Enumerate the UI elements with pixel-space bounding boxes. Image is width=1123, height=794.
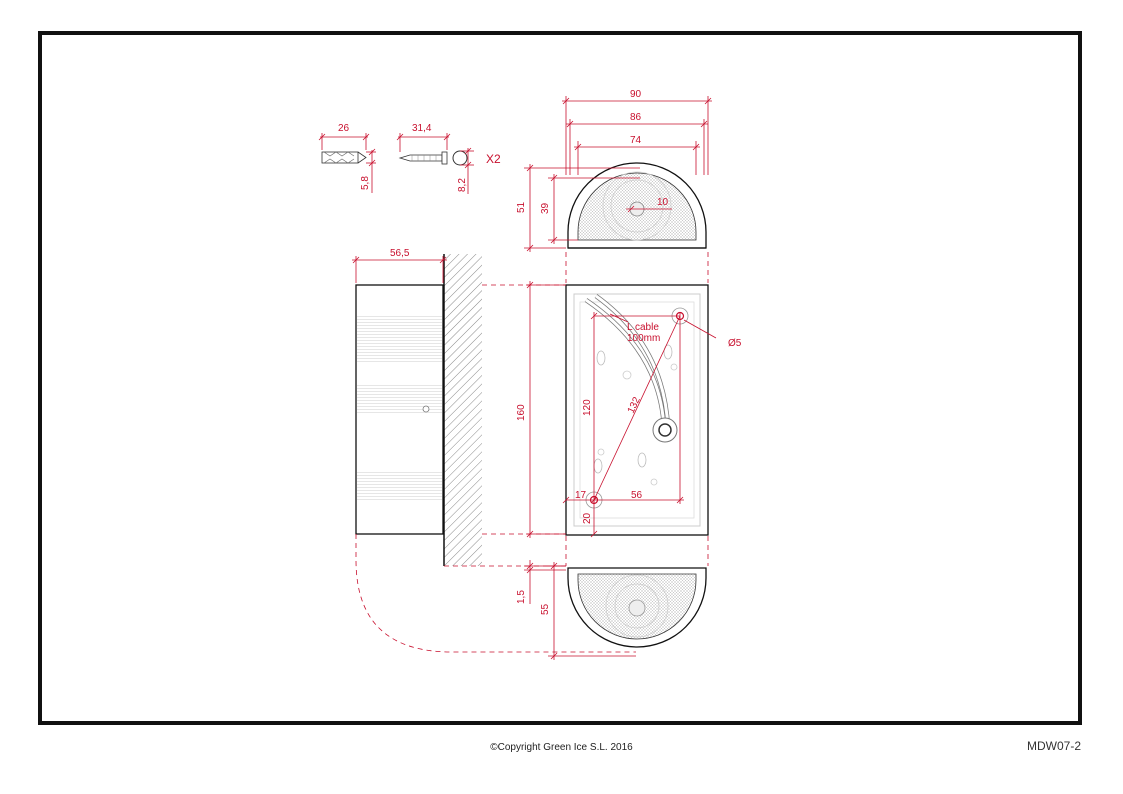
screw-head-label: 8,2: [457, 178, 468, 192]
cable-length-label: 100mm: [627, 333, 660, 344]
screw-dimensions: [396, 133, 474, 194]
height-total-label: 160: [516, 404, 527, 421]
screw-length-label: 31,4: [412, 123, 432, 134]
drawing-code: MDW07-2: [1026, 739, 1081, 753]
top-depth-inner-label: 39: [540, 202, 551, 214]
front-view: [565, 284, 709, 536]
top-view-dimensions: [524, 96, 712, 252]
side-view-dimensions: [352, 256, 447, 283]
drawing-frame: [38, 31, 1082, 725]
hole-offset-x-label: 17: [575, 490, 587, 501]
width-inner-label: 74: [630, 135, 642, 146]
copyright-text: ©Copyright Green Ice S.L. 2016: [490, 742, 633, 753]
plug-dimensions: [318, 133, 376, 193]
quantity-label: X2: [486, 152, 501, 166]
side-depth-label: 56,5: [390, 248, 410, 259]
front-view-dimensions: [526, 281, 717, 538]
bottom-view: [567, 567, 707, 648]
plug-length-label: 26: [338, 123, 350, 134]
hole-offset-y-label: 20: [582, 512, 593, 524]
cable-label: L cable: [627, 322, 659, 333]
top-depth-outer-label: 51: [516, 201, 527, 213]
hole-spacing-x-label: 56: [631, 490, 643, 501]
lens-hole-label: 10: [657, 197, 669, 208]
side-view: [355, 284, 444, 535]
width-total-label: 90: [630, 89, 642, 100]
hole-diameter-label: Ø5: [728, 338, 742, 349]
height-holes-label: 120: [582, 399, 593, 416]
wall-plug: [321, 151, 367, 164]
screw: [398, 150, 468, 166]
bottom-view-dimensions: [524, 560, 636, 660]
bottom-depth-label: 55: [540, 603, 551, 615]
plug-diameter-label: 5,8: [360, 176, 371, 190]
width-mid-label: 86: [630, 112, 642, 123]
top-view: [567, 162, 707, 249]
wall-section: [443, 254, 482, 566]
bottom-gap-label: 1,5: [516, 590, 527, 604]
